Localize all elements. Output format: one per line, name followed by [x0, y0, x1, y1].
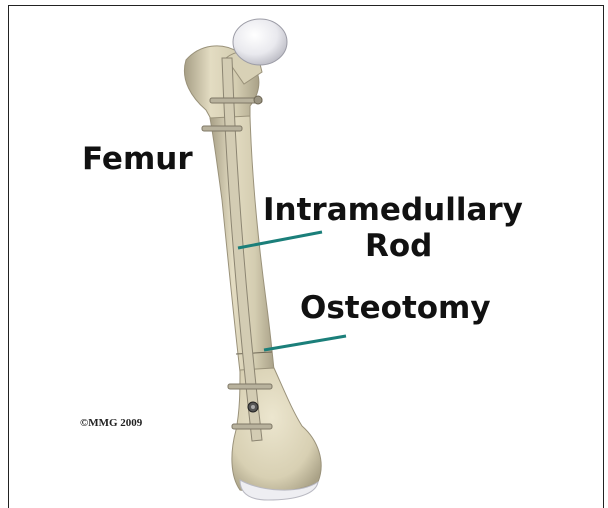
osteotomy-leader-line: [264, 336, 346, 350]
femur-label: Femur: [82, 144, 193, 175]
femoral-head: [233, 19, 287, 65]
copyright-notice: ©MMG 2009: [80, 417, 142, 429]
osteotomy-label: Osteotomy: [300, 293, 491, 324]
rod-label-line1: Intramedullary: [263, 195, 523, 226]
rod-label-line2: Rod: [365, 231, 432, 262]
